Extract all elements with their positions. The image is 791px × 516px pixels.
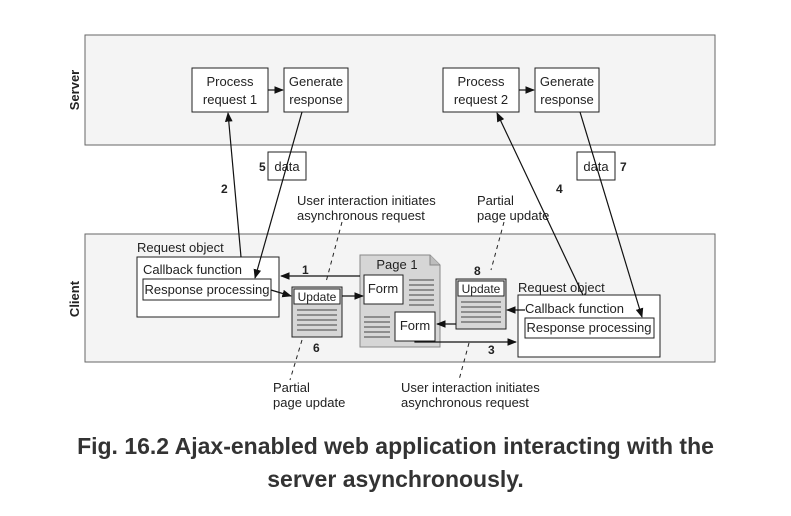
generate-response-1-line2: response bbox=[289, 92, 342, 107]
annotation-partial-update-bottom-line1: Partial bbox=[273, 380, 310, 395]
right-response-processing-label: Response processing bbox=[526, 320, 651, 335]
update-panel-left-lines bbox=[297, 309, 337, 331]
figure-caption: Fig. 16.2 Ajax-enabled web application i… bbox=[0, 430, 791, 496]
ajax-diagram: Server Process request 1 Generate respon… bbox=[67, 34, 716, 410]
arrow-step-5-response-to-client bbox=[253, 111, 303, 279]
step-number-4: 4 bbox=[556, 182, 563, 196]
generate-response-2-line2: response bbox=[540, 92, 593, 107]
right-request-object-title: Request object bbox=[518, 280, 605, 295]
process-request-1-line1: Process bbox=[207, 74, 254, 89]
generate-response-1-line1: Generate bbox=[289, 74, 343, 89]
page-form-top-box bbox=[363, 274, 404, 305]
page-form-bottom-label: Form bbox=[400, 318, 430, 333]
step-number-8: 8 bbox=[474, 264, 481, 278]
process-request-1-line2: request 1 bbox=[203, 92, 257, 107]
step-number-6: 6 bbox=[313, 341, 320, 355]
annotation-user-interaction-bottom-line1: User interaction initiates bbox=[401, 380, 540, 395]
update-panel-left-label: Update bbox=[298, 290, 337, 304]
arrow-left-processing-to-update bbox=[270, 289, 292, 298]
arrow-step-2-request-to-server bbox=[224, 112, 242, 258]
annotation-partial-update-top-line2: page update bbox=[477, 208, 549, 223]
update-panel-left-header bbox=[293, 288, 341, 305]
caption-line-1: Fig. 16.2 Ajax-enabled web application i… bbox=[77, 433, 714, 459]
page-1-title: Page 1 bbox=[376, 257, 417, 272]
annotation-user-interaction-top-line1: User interaction initiates bbox=[297, 193, 436, 208]
dashed-leaders bbox=[289, 221, 505, 381]
page-text-lines-top bbox=[409, 279, 434, 306]
right-callback-function-label: Callback function bbox=[525, 301, 624, 316]
left-response-processing-box bbox=[142, 278, 272, 301]
arrow-step-7-response-to-client bbox=[579, 111, 644, 318]
process-request-2-line2: request 2 bbox=[454, 92, 508, 107]
annotation-partial-update-bottom-line2: page update bbox=[273, 395, 345, 410]
generate-response-2-line1: Generate bbox=[540, 74, 594, 89]
update-panel-right-label: Update bbox=[462, 282, 501, 296]
step-number-1: 1 bbox=[302, 263, 309, 277]
arrow-step-3-form-to-right-request bbox=[414, 338, 517, 346]
step-number-7: 7 bbox=[620, 160, 627, 174]
server-tier-label: Server bbox=[67, 70, 82, 110]
process-request-1-box bbox=[191, 67, 269, 113]
left-response-processing-label: Response processing bbox=[144, 282, 269, 297]
process-request-2-line1: Process bbox=[458, 74, 505, 89]
annotation-partial-update-top-line1: Partial bbox=[477, 193, 514, 208]
step-number-3: 3 bbox=[488, 343, 495, 357]
data-packet-left-label: data bbox=[274, 159, 300, 174]
caption-line-2: server asynchronously. bbox=[267, 466, 524, 492]
page-text-lines-bottom bbox=[364, 316, 390, 338]
page-form-top-label: Form bbox=[368, 281, 398, 296]
annotation-user-interaction-bottom-line2: asynchronous request bbox=[401, 395, 529, 410]
update-panel-right-lines bbox=[461, 301, 501, 323]
server-tier bbox=[84, 34, 716, 146]
left-request-object-title: Request object bbox=[137, 240, 224, 255]
client-tier-label: Client bbox=[67, 280, 82, 317]
generate-response-2-box bbox=[534, 67, 600, 113]
left-callback-function-label: Callback function bbox=[143, 262, 242, 277]
arrow-step-4-request-to-server bbox=[496, 112, 584, 296]
process-request-2-box bbox=[442, 67, 520, 113]
step-number-2: 2 bbox=[221, 182, 228, 196]
generate-response-1-box bbox=[283, 67, 349, 113]
page-form-bottom-box bbox=[394, 311, 436, 342]
right-response-processing-box bbox=[524, 317, 655, 339]
step-number-5: 5 bbox=[259, 160, 266, 174]
update-panel-right-header bbox=[457, 280, 505, 297]
annotation-user-interaction-top-line2: asynchronous request bbox=[297, 208, 425, 223]
